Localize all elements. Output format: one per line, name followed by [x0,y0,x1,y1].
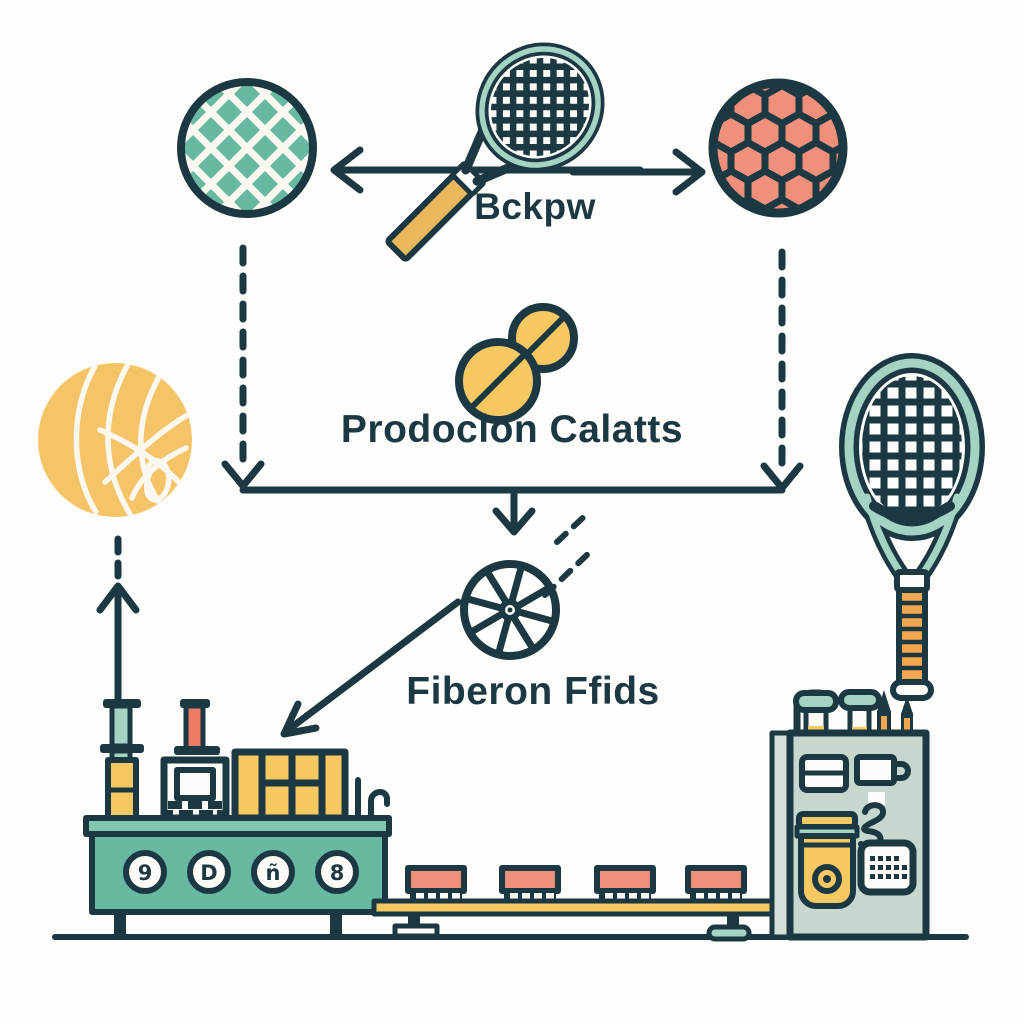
racket-arrow-label: Bckpw [474,186,596,227]
dial-glyph: ñ [266,861,281,885]
arrow-right-icon [569,148,706,196]
test-tube-icon [838,689,882,738]
piston-green-icon [100,699,144,821]
display-slots-icon [799,754,849,793]
conveyor-belt-icon [371,865,777,942]
dial-gauges: 9 D ñ 8 [123,850,359,894]
diagonal-racket-icon [385,37,610,262]
machine-leg [330,910,342,936]
arrow-wheel-to-machine-icon [280,598,462,738]
machine-leg [114,910,126,936]
conveyor-item [405,865,467,902]
hook-pipe-icon [355,777,390,821]
arrow-machine-to-yarn-icon [96,530,140,704]
ball-pair-icon [455,303,578,424]
panel-notch [868,792,885,805]
merge-connector-line [239,486,786,536]
dashed-arrow-left-icon [221,244,265,490]
control-panel-icon [769,689,930,941]
mug-icon [854,754,911,786]
yarn-ball-icon [38,363,192,517]
pencil-icon [877,690,891,735]
factory-machine-icon: 9 D ñ 8 [83,699,392,936]
production-label: Prodoclon Calatts [341,408,683,451]
spoked-wheel-icon [460,509,593,660]
keypad-icon [857,839,917,896]
canister-icon [794,811,860,909]
motion-dashes-icon [542,509,593,598]
flow-arrows [96,146,804,738]
belt-foot [706,924,752,942]
belt-foot [392,923,440,939]
upright-racket-icon [839,353,985,701]
dial-glyph: 8 [330,861,345,885]
crate-icon [231,748,349,822]
conveyor-item [499,865,561,902]
dial-glyph: D [200,861,217,885]
conveyor-item [594,865,656,902]
dial-glyph: 9 [138,861,153,885]
pencil-icon [901,696,913,735]
belt-strip [371,898,777,917]
piston-press-icon [160,699,230,822]
honeycomb-ball-icon [708,78,848,218]
conveyor-item [685,865,747,902]
fiber-label: Fiberon Ffids [406,670,660,713]
